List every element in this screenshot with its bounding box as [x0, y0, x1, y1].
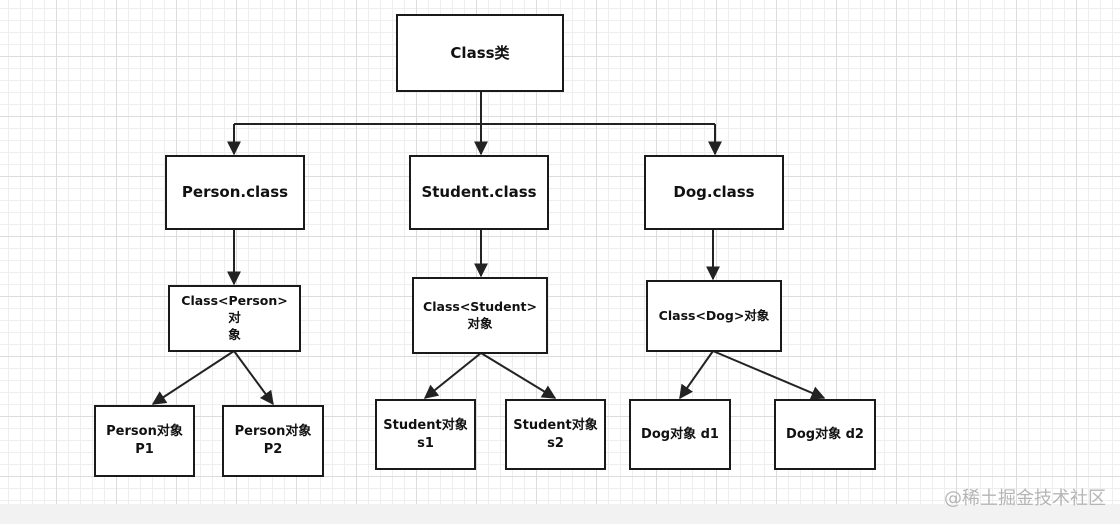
node-class-root-label: Class类: [450, 43, 510, 62]
node-student-class-object-line1: Class<Student>: [423, 298, 537, 314]
node-person-p1-line2: P1: [135, 442, 154, 457]
edge-student-object-to-s2: [480, 352, 557, 399]
node-student-class: Student.class: [409, 155, 549, 230]
edge-person-object-to-p1: [151, 350, 235, 405]
node-student-s2-line1: Student对象: [513, 417, 598, 433]
node-student-class-object-line2: 对象: [467, 315, 493, 331]
node-dog-d1: Dog对象 d1: [629, 399, 731, 470]
node-student-s1-line1: Student对象: [383, 417, 468, 433]
node-person-p1-line1: Person对象: [106, 424, 183, 440]
node-student-s1: Student对象 s1: [375, 399, 476, 470]
node-person-p2: Person对象 P2: [222, 405, 324, 477]
node-student-class-object: Class<Student> 对象: [412, 277, 548, 354]
edge-student-object-to-s1: [423, 352, 482, 399]
node-student-s1-line2: s1: [417, 435, 434, 451]
node-person-class-object: Class<Person>对 象: [168, 285, 301, 352]
edge-dog-object-to-d1: [679, 350, 714, 400]
node-student-class-label: Student.class: [421, 183, 537, 202]
node-dog-d2-label: Dog对象 d2: [786, 426, 864, 442]
bottom-strip: [0, 504, 1120, 524]
edge-dog-object-to-d2: [712, 350, 826, 400]
node-person-class: Person.class: [165, 155, 305, 230]
node-person-p2-line1: Person对象: [234, 424, 312, 440]
node-student-s2: Student对象 s2: [505, 399, 606, 470]
node-dog-class-object: Class<Dog>对象: [646, 280, 782, 352]
node-dog-class-label: Dog.class: [673, 183, 755, 202]
node-class-root: Class类: [396, 14, 564, 92]
diagram-edges: [151, 91, 826, 406]
watermark: @稀土掘金技术社区: [944, 488, 1106, 509]
node-dog-class: Dog.class: [644, 155, 784, 230]
node-person-class-object-line1: Class<Person>对: [181, 293, 288, 326]
edge-person-object-to-p2: [233, 350, 274, 406]
node-person-class-label: Person.class: [181, 183, 289, 202]
node-student-s2-line2: s2: [547, 435, 564, 451]
node-person-p1: Person对象 P1: [94, 405, 195, 477]
node-dog-d2: Dog对象 d2: [774, 399, 876, 470]
node-dog-d1-label: Dog对象 d1: [641, 426, 719, 442]
node-dog-class-object-label: Class<Dog>对象: [658, 307, 770, 323]
node-person-class-object-line2: 象: [228, 326, 241, 342]
node-person-p2-line2: P2: [263, 442, 283, 457]
